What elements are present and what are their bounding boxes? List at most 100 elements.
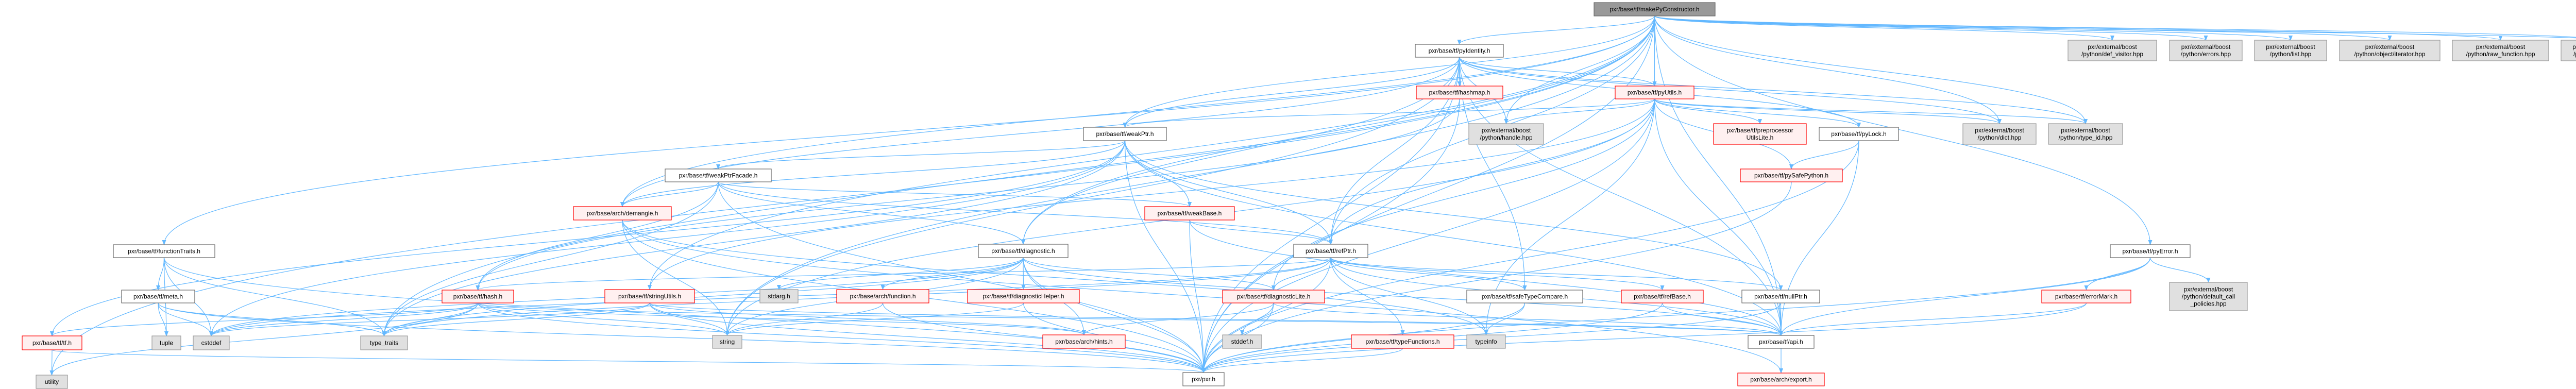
edge-weakPtrFacade-to-hash (476, 181, 719, 291)
node-label: pxr/base/tf/functionTraits.h (128, 248, 200, 255)
edge-root-to-typeid (1654, 15, 2088, 124)
node-box (1748, 335, 1815, 349)
node-cstddef[interactable]: cstddef (193, 335, 230, 350)
node-box (1042, 334, 1126, 349)
edge-pyIdentity-to-string (725, 57, 1460, 336)
node-utility[interactable]: utility (36, 375, 68, 389)
node-weakPtr[interactable]: pxr/base/tf/weakPtr.h (1083, 127, 1167, 141)
node-diagHelper[interactable]: pxr/base/tf/diagnosticHelper.h (967, 289, 1080, 303)
node-hashmap[interactable]: pxr/base/tf/hashmap.h (1416, 86, 1503, 99)
node-rawfunction[interactable]: pxr/external/boost/python/raw_function.h… (2452, 40, 2549, 61)
edge-diagLite-to-stddef (1240, 302, 1274, 335)
node-demangle[interactable]: pxr/base/arch/demangle.h (573, 206, 672, 221)
node-label: type_traits (370, 340, 398, 347)
node-label: /python/dict.hpp (1978, 134, 2022, 141)
node-box (665, 168, 772, 182)
node-label: pxr/external/boost (2184, 286, 2233, 293)
node-box (1713, 123, 1807, 145)
node-export[interactable]: pxr/base/arch/export.h (1737, 373, 1825, 386)
node-pySafePython[interactable]: pxr/base/tf/pySafePython.h (1740, 168, 1843, 182)
edge-root-to-pyIdentity (1457, 15, 1655, 45)
node-weakBase[interactable]: pxr/base/tf/weakBase.h (1144, 206, 1235, 221)
node-typeid[interactable]: pxr/external/boost/python/type_id.hpp (2048, 123, 2123, 145)
node-stringUtils[interactable]: pxr/base/tf/stringUtils.h (604, 289, 695, 303)
edge-refPtr-to-pxr (1201, 257, 1331, 373)
node-stddef[interactable]: stddef.h (1222, 334, 1262, 349)
node-errors[interactable]: pxr/external/boost/python/errors.hpp (2169, 40, 2243, 61)
node-hash[interactable]: pxr/base/tf/hash.h (442, 290, 514, 303)
node-weakPtrFacade[interactable]: pxr/base/tf/weakPtrFacade.h (665, 168, 772, 182)
node-label: pxr/base/tf/preprocessor (1726, 127, 1793, 134)
edge-pyUtils-to-weakPtr (1123, 98, 1655, 128)
node-box (2067, 40, 2157, 61)
edge-refPtr-to-diagLite (1272, 257, 1331, 291)
node-typetraits[interactable]: type_traits (360, 335, 408, 350)
node-label: typeinfo (1475, 338, 1497, 345)
edge-weakPtrFacade-to-typetraits (382, 181, 719, 336)
nodes-layer: pxr/base/tf/makePyConstructor.h pxr/base/… (22, 2, 2576, 389)
node-label: pxr/base/tf/pyError.h (2122, 248, 2178, 255)
node-typeFunctions[interactable]: pxr/base/tf/typeFunctions.h (1351, 334, 1454, 349)
node-functionTraits[interactable]: pxr/base/tf/functionTraits.h (113, 244, 215, 258)
edge-weakPtr-to-cstddef (209, 140, 1126, 336)
node-dict[interactable]: pxr/external/boost/python/dict.hpp (1962, 123, 2037, 145)
node-pyUtils[interactable]: pxr/base/tf/pyUtils.h (1615, 86, 1694, 99)
node-tuplehpp[interactable]: pxr/external/boost/python/tuple.hpp (2561, 40, 2576, 61)
edge-archFunction-to-string (725, 302, 884, 336)
node-diagnostic[interactable]: pxr/base/tf/diagnostic.h (978, 244, 1069, 258)
node-diagLite[interactable]: pxr/base/tf/diagnosticLite.h (1222, 290, 1325, 303)
edge-weakPtrFacade-to-pxr (718, 181, 1206, 373)
node-label: /python/list.hpp (2270, 50, 2312, 58)
node-hints[interactable]: pxr/base/arch/hints.h (1042, 334, 1126, 349)
node-tfh[interactable]: pxr/base/tf/tf.h (22, 335, 82, 350)
node-root[interactable]: pxr/base/tf/makePyConstructor.h (1594, 2, 1716, 16)
node-box (1222, 290, 1325, 303)
node-box (1819, 127, 1899, 141)
edge-hash-to-api (477, 302, 1783, 336)
node-refPtr[interactable]: pxr/base/tf/refPtr.h (1293, 244, 1368, 258)
edge-meta-to-pxr (158, 302, 1206, 373)
edge-meta-to-tuple (158, 302, 168, 336)
node-pyIdentity[interactable]: pxr/base/tf/pyIdentity.h (1415, 44, 1504, 58)
edge-pyIdentity-to-demangle (620, 57, 1460, 207)
node-pyLock[interactable]: pxr/base/tf/pyLock.h (1819, 127, 1899, 141)
node-box (978, 244, 1069, 258)
node-stdarg[interactable]: stdarg.h (759, 289, 799, 303)
node-tuple[interactable]: tuple (151, 335, 181, 350)
node-meta[interactable]: pxr/base/tf/meta.h (121, 290, 195, 303)
edge-weakBase-to-refPtr (1189, 219, 1333, 245)
node-nullPtr[interactable]: pxr/base/tf/nullPtr.h (1741, 290, 1820, 303)
node-box (759, 289, 799, 303)
node-label: pxr/base/arch/demangle.h (587, 210, 658, 217)
node-safeType[interactable]: pxr/base/tf/safeTypeCompare.h (1466, 290, 1583, 303)
node-box (1466, 290, 1583, 303)
node-archFunction[interactable]: pxr/base/arch/function.h (836, 289, 929, 303)
node-pxr[interactable]: pxr/pxr.h (1182, 372, 1225, 386)
node-label: pxr/external/boost (2365, 43, 2415, 50)
edge-pyUtils-to-refPtr (1329, 98, 1655, 245)
node-label: pxr/base/tf/diagnostic.h (991, 247, 1055, 255)
edge-root-to-functionTraits (162, 15, 1655, 245)
edge-nullPtr-to-api (1778, 302, 1783, 336)
edge-pyIdentity-to-pxr (1201, 57, 1460, 373)
node-label: pxr/base/tf/tf.h (32, 340, 72, 347)
node-list[interactable]: pxr/external/boost/python/list.hpp (2254, 40, 2327, 61)
node-box (2254, 40, 2327, 61)
node-defaultCall[interactable]: pxr/external/boost/python/default_call_p… (2169, 282, 2248, 311)
node-iterator[interactable]: pxr/external/boost/python/object/iterato… (2339, 40, 2441, 61)
node-label: tuple (160, 340, 173, 347)
node-errorMark[interactable]: pxr/base/tf/errorMark.h (2041, 290, 2131, 303)
node-box (1351, 334, 1454, 349)
node-refBase[interactable]: pxr/base/tf/refBase.h (1621, 290, 1704, 303)
node-handle[interactable]: pxr/external/boost/python/handle.hpp (1468, 123, 1544, 145)
edge-demangle-to-export (622, 219, 1783, 374)
node-pyError[interactable]: pxr/base/tf/pyError.h (2110, 244, 2191, 258)
edge-pyIdentity-to-weakPtr (1123, 57, 1460, 128)
node-defvisitor[interactable]: pxr/external/boost/python/def_visitor.hp… (2067, 40, 2157, 61)
node-api[interactable]: pxr/base/tf/api.h (1748, 335, 1815, 349)
node-box (36, 375, 68, 389)
edge-root-to-tuplehpp (1654, 15, 2576, 38)
node-string[interactable]: string (712, 335, 742, 349)
node-typeinfo[interactable]: typeinfo (1466, 334, 1506, 349)
